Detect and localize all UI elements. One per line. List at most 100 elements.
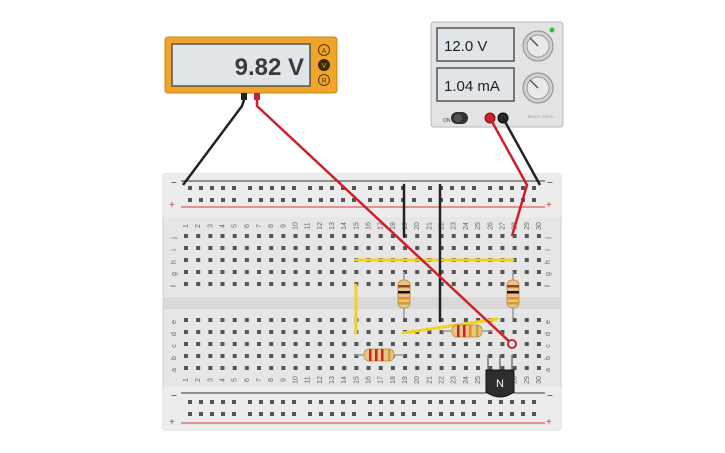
hole-j17[interactable] [378, 234, 383, 238]
hole-b20[interactable] [415, 354, 420, 358]
rail-hole-bot-pos[interactable] [221, 412, 225, 416]
rail-hole-bot-neg[interactable] [472, 400, 476, 404]
rail-hole-bot-neg[interactable] [379, 400, 383, 404]
hole-j10[interactable] [293, 234, 298, 238]
hole-g5[interactable] [232, 270, 237, 274]
hole-e23[interactable] [451, 318, 456, 322]
rail-hole-bot-pos[interactable] [210, 412, 214, 416]
hole-f29[interactable] [524, 282, 529, 286]
hole-c16[interactable] [366, 342, 371, 346]
resistor-1[interactable] [397, 272, 411, 318]
hole-i6[interactable] [244, 246, 249, 250]
hole-a22[interactable] [439, 366, 444, 370]
rail-hole-bot-pos[interactable] [188, 412, 192, 416]
hole-j8[interactable] [269, 234, 274, 238]
supply-red-lead[interactable] [488, 117, 529, 237]
hole-e1[interactable] [184, 318, 188, 322]
hole-b10[interactable] [293, 354, 298, 358]
rail-hole-top-pos[interactable] [488, 198, 492, 202]
rail-hole-bot-pos[interactable] [412, 412, 416, 416]
rail-hole-bot-pos[interactable] [401, 412, 405, 416]
hole-h2[interactable] [196, 258, 201, 262]
hole-i3[interactable] [208, 246, 213, 250]
hole-e11[interactable] [305, 318, 310, 322]
hole-c10[interactable] [293, 342, 298, 346]
rail-hole-bot-neg[interactable] [221, 400, 225, 404]
hole-h28[interactable] [512, 258, 517, 262]
hole-a26[interactable] [488, 366, 493, 370]
hole-g22[interactable] [439, 270, 444, 274]
rail-hole-bot-neg[interactable] [412, 400, 416, 404]
hole-f17[interactable] [378, 282, 383, 286]
hole-f5[interactable] [232, 282, 237, 286]
rail-hole-bot-neg[interactable] [259, 400, 263, 404]
rail-hole-top-pos[interactable] [330, 198, 334, 202]
hole-h8[interactable] [269, 258, 274, 262]
hole-i12[interactable] [317, 246, 322, 250]
rail-hole-bot-pos[interactable] [292, 412, 296, 416]
hole-f16[interactable] [366, 282, 371, 286]
hole-i11[interactable] [305, 246, 310, 250]
hole-d8[interactable] [269, 330, 274, 334]
hole-j11[interactable] [305, 234, 310, 238]
hole-d29[interactable] [524, 330, 529, 334]
hole-g13[interactable] [330, 270, 335, 274]
hole-a7[interactable] [257, 366, 262, 370]
hole-e30[interactable] [536, 318, 541, 322]
hole-h1[interactable] [184, 258, 188, 262]
hole-g27[interactable] [500, 270, 505, 274]
hole-a25[interactable] [476, 366, 481, 370]
hole-g10[interactable] [293, 270, 298, 274]
hole-d13[interactable] [330, 330, 335, 334]
hole-f1[interactable] [184, 282, 188, 286]
hole-c18[interactable] [390, 342, 395, 346]
hole-g3[interactable] [208, 270, 213, 274]
hole-b13[interactable] [330, 354, 335, 358]
hole-g28[interactable] [512, 270, 517, 274]
hole-c12[interactable] [317, 342, 322, 346]
power-supply[interactable]: 12.0 V 1.04 mA ON BENCH SUPPLY [430, 21, 564, 128]
hole-j6[interactable] [244, 234, 249, 238]
hole-a24[interactable] [463, 366, 468, 370]
hole-c7[interactable] [257, 342, 262, 346]
hole-a1[interactable] [184, 366, 188, 370]
hole-g2[interactable] [196, 270, 201, 274]
hole-a4[interactable] [220, 366, 225, 370]
hole-i20[interactable] [415, 246, 420, 250]
hole-d3[interactable] [208, 330, 213, 334]
hole-j29[interactable] [524, 234, 529, 238]
rail-hole-top-pos[interactable] [472, 198, 476, 202]
supply-black-lead[interactable] [501, 117, 542, 186]
rail-hole-top-neg[interactable] [532, 186, 536, 190]
hole-c22[interactable] [439, 342, 444, 346]
hole-b2[interactable] [196, 354, 201, 358]
hole-g29[interactable] [524, 270, 529, 274]
multimeter-probe-red[interactable] [254, 93, 260, 100]
hole-j25[interactable] [476, 234, 481, 238]
hole-c14[interactable] [342, 342, 347, 346]
hole-i4[interactable] [220, 246, 225, 250]
hole-g6[interactable] [244, 270, 249, 274]
hole-f4[interactable] [220, 282, 225, 286]
rail-hole-bot-pos[interactable] [379, 412, 383, 416]
hole-f14[interactable] [342, 282, 347, 286]
rail-hole-bot-neg[interactable] [401, 400, 405, 404]
hole-f20[interactable] [415, 282, 420, 286]
hole-b28[interactable] [512, 354, 517, 358]
rail-hole-top-neg[interactable] [199, 186, 203, 190]
rail-hole-top-neg[interactable] [521, 186, 525, 190]
hole-b24[interactable] [463, 354, 468, 358]
hole-g16[interactable] [366, 270, 371, 274]
hole-j12[interactable] [317, 234, 322, 238]
hole-i24[interactable] [463, 246, 468, 250]
hole-a13[interactable] [330, 366, 335, 370]
rail-hole-bot-pos[interactable] [521, 412, 525, 416]
rail-hole-top-pos[interactable] [308, 198, 312, 202]
hole-j18[interactable] [390, 234, 395, 238]
hole-a15[interactable] [354, 366, 359, 370]
rail-hole-bot-pos[interactable] [248, 412, 252, 416]
hole-h9[interactable] [281, 258, 286, 262]
hole-d6[interactable] [244, 330, 249, 334]
rail-hole-top-neg[interactable] [248, 186, 252, 190]
hole-f9[interactable] [281, 282, 286, 286]
